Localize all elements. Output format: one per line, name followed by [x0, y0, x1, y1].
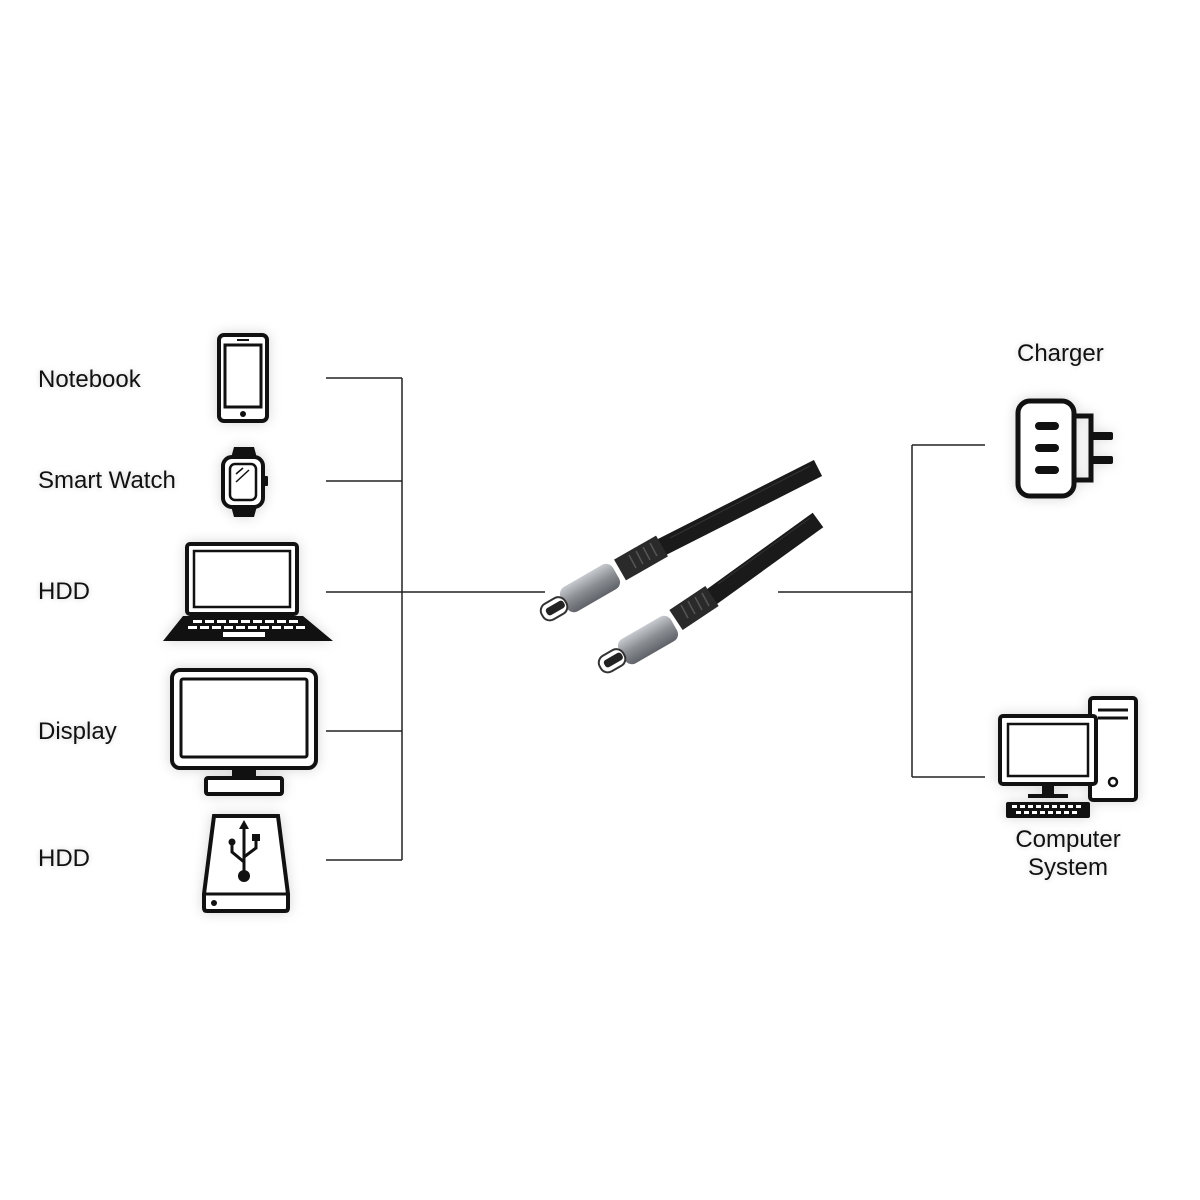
label-notebook: Notebook	[38, 366, 141, 393]
smartphone-icon	[217, 333, 269, 423]
connector-bottom	[597, 615, 679, 674]
cable-jacket-bottom	[704, 512, 824, 606]
desktop-computer-icon	[998, 696, 1140, 820]
label-computer-line2: System	[1027, 853, 1108, 881]
charger-icon	[1015, 398, 1120, 500]
label-charger: Charger	[1017, 340, 1104, 367]
label-display: Display	[38, 718, 117, 745]
cable-jacket-top	[655, 459, 823, 557]
label-smart-watch: Smart Watch	[38, 467, 176, 494]
connector-top	[539, 563, 621, 622]
smartwatch-icon	[219, 444, 271, 520]
label-computer-line1: Computer	[1015, 826, 1121, 853]
laptop-icon	[163, 541, 338, 645]
label-hdd-1: HDD	[38, 578, 90, 605]
label-hdd-2: HDD	[38, 845, 90, 872]
usb-c-cable	[520, 459, 830, 690]
usb-drive-icon	[200, 812, 292, 914]
label-computer-system: Computer System	[1010, 826, 1126, 881]
monitor-icon	[170, 668, 320, 798]
